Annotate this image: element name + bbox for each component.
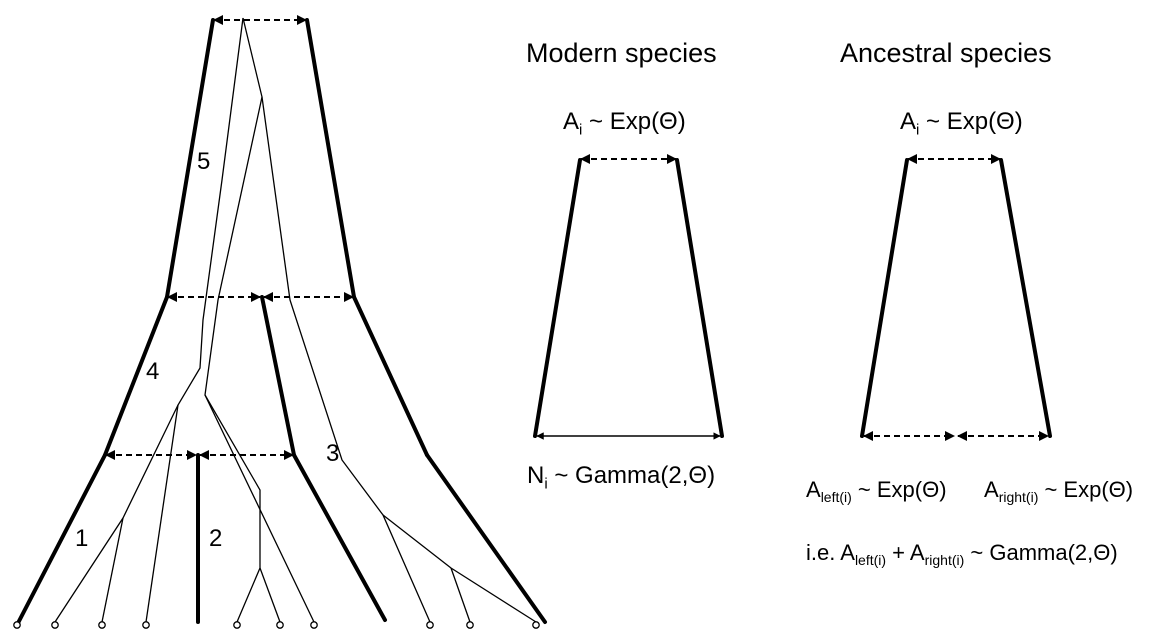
branch-label-1: 1 [75,525,89,552]
branch-3-right-upper-edge [352,295,429,457]
formula-subscript: right(i) [998,488,1039,505]
formula-distribution: ~ Exp(Θ) [919,108,1023,135]
ancestral-sum-formula: i.e. Aleft(i) + Aright(i) ~ Gamma(2,Θ) [806,540,1118,568]
branch-3-right-lower-edge [425,453,547,624]
gene-lineage [261,96,431,623]
branch-3-left-upper-edge [260,295,296,457]
ancestral-species-heading: Ancestral species [840,38,1052,68]
formula-subscript: left(i) [854,551,887,568]
ancestral-species-trapezoid [860,154,1052,441]
modern-bottom-formula: Ni ~ Gamma(2,Θ) [527,462,716,493]
gene-lineage [145,404,179,623]
ancestral-left-edge [860,158,909,438]
gene-lineage [204,394,315,623]
ancestral-right-formula: Aright(i) ~ Exp(Θ) [984,477,1134,505]
formula-variable: N [527,462,545,489]
formula-prefix: i.e. [806,540,841,565]
branch-label-2: 2 [209,525,223,552]
formula-variable: A [984,477,999,502]
branch-1-left-edge [15,453,107,627]
formula-subscript: i [544,475,548,493]
formula-operator: + [886,540,910,565]
modern-right-edge [675,158,724,438]
modern-top-formula: Ai ~ Exp(Θ) [563,108,686,139]
modern-species-heading: Modern species [526,38,717,68]
formula-subscript: right(i) [924,551,965,568]
tip-node [426,621,434,629]
sample-tips [13,621,540,629]
gene-lineage [382,514,452,569]
tip-node [276,621,284,629]
tip-node [233,621,241,629]
formula-distribution: ~ Gamma(2,Θ) [547,462,716,489]
ancestral-left-formula: Aleft(i) ~ Exp(Θ) [806,477,947,505]
ancestral-right-edge [999,158,1052,438]
tip-node [51,621,59,629]
tip-node [532,621,540,629]
formula-variable: A [909,540,925,565]
branch-label-4: 4 [146,358,160,385]
formula-variable: A [563,108,580,135]
tip-node [142,621,150,629]
modern-species-trapezoid [533,154,724,440]
tip-node [13,621,21,629]
branch-5-left-edge [165,18,215,299]
branch-3-left-lower-edge [292,453,387,622]
modern-left-edge [533,158,582,438]
ancestral-top-formula: Ai ~ Exp(Θ) [900,108,1023,139]
formula-distribution: ~ Exp(Θ) [851,477,947,502]
tip-node [98,621,106,629]
branch-label-3: 3 [326,440,340,467]
tree-thick-outline [15,18,547,627]
formula-distribution: ~ Exp(Θ) [582,108,686,135]
branch-5-right-edge [305,18,356,299]
formula-variable: A [840,540,855,565]
gene-lineage [450,567,537,623]
gene-lineage [259,567,281,623]
formula-subscript: i [916,121,920,139]
formula-subscript: left(i) [820,488,852,505]
gene-lineage [101,517,124,623]
tip-node [310,621,318,629]
tip-node [466,621,474,629]
branch-label-5: 5 [197,148,211,175]
gene-tree-lineages [54,17,537,623]
branch-4-left-edge [103,295,169,457]
tree-width-arrows [105,15,354,460]
formula-distribution: ~ Gamma(2,Θ) [964,540,1118,565]
formula-variable: A [900,108,917,135]
formula-subscript: i [579,121,583,139]
formula-distribution: ~ Exp(Θ) [1038,477,1134,502]
gene-lineage [450,567,471,623]
formula-variable: A [806,477,821,502]
